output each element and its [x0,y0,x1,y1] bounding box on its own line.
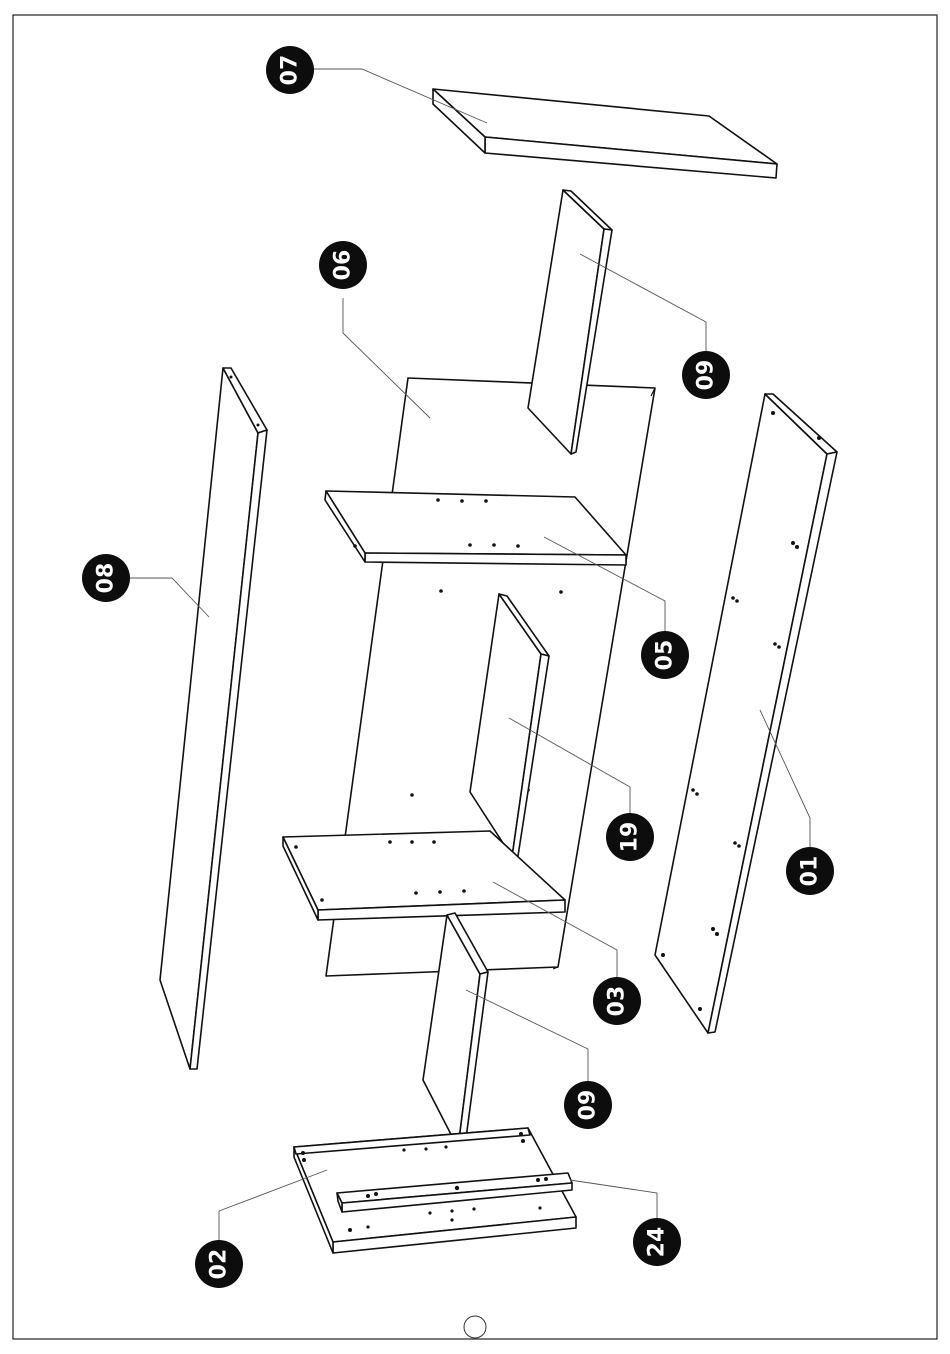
badge-07: 07 [266,46,314,94]
badge-19: 19 [606,813,654,861]
badge-24: 24 [633,1218,681,1266]
part-08-left-side-panel [160,368,267,1069]
badge-05-label: 05 [653,640,678,671]
badge-07-label: 07 [278,55,303,86]
badge-01: 01 [786,847,834,895]
badge-08: 08 [82,554,130,602]
badge-09-upper-label: 09 [694,360,719,391]
badge-01-label: 01 [798,856,823,887]
badge-02-label: 02 [207,1249,232,1280]
badge-03-label: 03 [605,986,630,1017]
badge-19-label: 19 [618,822,643,853]
badge-06: 06 [319,241,367,289]
badge-09-upper: 09 [682,351,730,399]
badge-02: 02 [195,1240,243,1288]
badge-08-label: 08 [94,563,119,594]
part-01-right-side-panel [655,394,837,1033]
part-07-top-board [433,89,777,178]
badge-09-lower: 09 [564,1081,612,1129]
badge-24-label: 24 [645,1227,670,1258]
page-marker-circle [464,1316,486,1338]
badge-06-label: 06 [331,250,356,281]
badge-09-lower-label: 09 [576,1090,601,1121]
badge-03: 03 [593,977,641,1025]
badge-05: 05 [641,631,689,679]
